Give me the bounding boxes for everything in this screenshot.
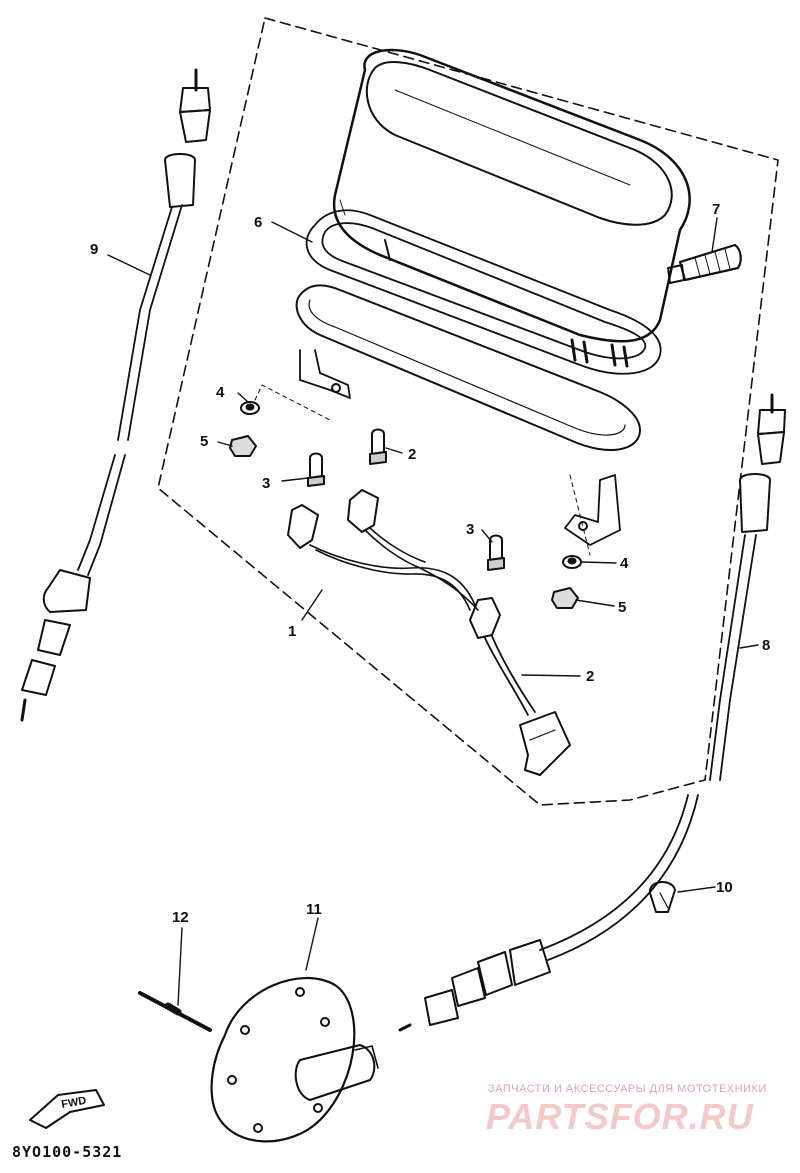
fwd-arrow xyxy=(29,1089,105,1129)
callout-9: 9 xyxy=(90,241,98,258)
gasket xyxy=(305,209,662,375)
callout-7: 7 xyxy=(712,201,720,218)
callout-2-harness: 2 xyxy=(586,668,594,685)
callout-3-left: 3 xyxy=(262,475,270,492)
watermark-logo: PARTSFOR.RU xyxy=(486,1096,754,1137)
drive-pin xyxy=(138,991,212,1032)
callout-11: 11 xyxy=(306,901,322,918)
callout-1: 1 xyxy=(288,623,296,640)
callout-4-right: 4 xyxy=(620,555,629,572)
callout-12: 12 xyxy=(172,909,189,926)
washer-left xyxy=(240,401,260,415)
callout-6: 6 xyxy=(254,214,262,231)
bulb-1 xyxy=(307,452,325,487)
bulb-3 xyxy=(487,534,505,571)
meter-bracket xyxy=(295,284,641,546)
gear-housing xyxy=(210,976,379,1143)
callout-5-right: 5 xyxy=(618,599,626,616)
assembly-boundary xyxy=(157,17,779,806)
trip-knob xyxy=(667,243,742,284)
nut-right xyxy=(551,587,579,609)
callout-4-left: 4 xyxy=(216,384,225,401)
cable-clip xyxy=(648,881,676,913)
meter-housing xyxy=(332,48,691,368)
callout-2-bulb: 2 xyxy=(408,446,416,463)
callout-3-right: 3 xyxy=(466,521,474,538)
washer-right xyxy=(562,555,582,569)
nut-left xyxy=(229,435,257,457)
cable-right xyxy=(398,393,786,1032)
wire-harness xyxy=(287,489,571,776)
callout-5-left: 5 xyxy=(200,433,208,450)
bulb-2 xyxy=(369,428,387,465)
callout-8: 8 xyxy=(762,637,770,654)
cable-left xyxy=(20,68,211,722)
fwd-label: FWD xyxy=(60,1095,87,1111)
watermark-subtitle: ЗАПЧАСТИ И АКСЕССУАРЫ ДЛЯ МОТОТЕХНИКИ xyxy=(488,1083,767,1095)
drawing-code: 8YO100-5321 xyxy=(12,1143,123,1161)
callout-10: 10 xyxy=(716,879,733,896)
